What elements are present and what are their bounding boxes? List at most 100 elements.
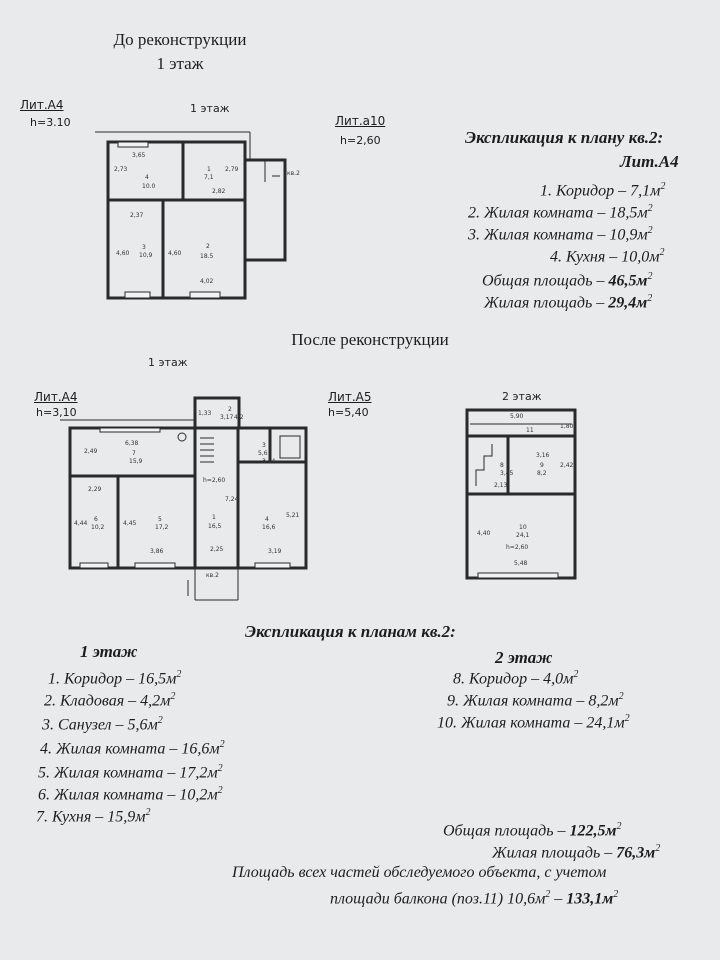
after-room2-side-dim: 1,33 — [198, 410, 212, 417]
before-room4-side-dim: 2,73 — [114, 166, 128, 173]
after-room4-area: 16,6 — [262, 524, 276, 531]
after-floor2-explication-title: 2 этаж — [495, 648, 553, 667]
before-explication-item-1: 1. Коридор – 7,1м2 — [540, 181, 666, 200]
after-lit-a4-label: Лит.А4 — [34, 390, 78, 404]
after-room1-side-dim: 7,24 — [225, 496, 239, 503]
before-room3-top-dim: 2,37 — [130, 212, 144, 219]
before-living-area: Жилая площадь – 29,4м2 — [484, 293, 653, 312]
after-room10-side-dim: 4,40 — [477, 530, 491, 537]
after-floor1-explication-title: 1 этаж — [80, 642, 138, 661]
after-floor1-item-3: 3. Санузел – 5,6м2 — [42, 715, 163, 734]
before-lit-a4-label: Лит.А4 — [20, 98, 64, 112]
before-explication-item-3: 3. Жилая комната – 10,9м2 — [468, 225, 653, 244]
before-room2-number: 2 — [206, 243, 210, 250]
after-room5-side-dim: 4,45 — [123, 520, 137, 527]
after-apartment-label: кв.2 — [206, 572, 219, 579]
after-room9-number: 9 — [540, 462, 544, 469]
after-floor1-item-6: 6. Жилая комната – 10,2м2 — [38, 785, 223, 804]
before-lit-a10-height: h=2,60 — [340, 134, 381, 147]
after-floor1-item-5: 5. Жилая комната – 17,2м2 — [38, 763, 223, 782]
after-total-area: Общая площадь – 122,5м2 — [443, 821, 622, 840]
before-total-area: Общая площадь – 46,5м2 — [482, 271, 653, 290]
after-room2-number: 2 — [228, 406, 232, 413]
before-room4-number: 4 — [145, 174, 149, 181]
after-room8-side-dim: 3,45 — [500, 470, 514, 477]
after-room3-number: 3 — [262, 442, 266, 449]
after-room7-area: 15,9 — [129, 458, 143, 465]
after-room6-top-dim: 2,29 — [88, 486, 102, 493]
after-room6-number: 6 — [94, 516, 98, 523]
before-apartment-label: кв.2 — [287, 170, 300, 177]
after-floor2-item-8: 8. Коридор – 4,0м2 — [453, 669, 579, 688]
after-explication-title: Экспликация к планам кв.2: — [245, 622, 456, 641]
after-room7-top-dim: 6,38 — [125, 440, 139, 447]
after-room2-top-dim: 3,17 — [220, 414, 234, 421]
before-heading: До реконструкции — [113, 30, 247, 49]
before-explication-subtitle: Лит.А4 — [620, 152, 679, 171]
before-room3-number: 3 — [142, 244, 146, 251]
before-room1-side-dim: 2,79 — [225, 166, 239, 173]
after-living-area: Жилая площадь – 76,3м2 — [492, 843, 661, 862]
after-all-parts-line-1: Площадь всех частей обследуемого объекта… — [232, 864, 607, 881]
before-room2-side-dim: 4,60 — [168, 250, 182, 257]
after-room5-bottom-dim: 3,86 — [150, 548, 164, 555]
after-floor2-plan-label: 2 этаж — [502, 390, 542, 403]
after-room7-number: 7 — [132, 450, 136, 457]
after-room1-bottom-dim: 2,25 — [210, 546, 224, 553]
after-room10-number: 10 — [519, 524, 527, 531]
before-lit-a4-height: h=3.10 — [30, 116, 71, 129]
after-floor1-item-1: 1. Коридор – 16,5м2 — [48, 669, 182, 688]
after-room1-area: 16,5 — [208, 523, 222, 530]
before-room2-area: 18.5 — [200, 253, 214, 260]
before-explication-item-4: 4. Кухня – 10,0м2 — [550, 247, 665, 266]
after-room3-area: 5,6 — [258, 450, 268, 457]
before-room3-side-dim: 4,60 — [116, 250, 130, 257]
after-lit-a5-height: h=5,40 — [328, 406, 369, 419]
after-room6-side-dim: 4,44 — [74, 520, 88, 527]
after-floor2-item-9: 9. Жилая комната – 8,2м2 — [447, 691, 624, 710]
after-room3-side-dim: 3,14 — [262, 458, 276, 465]
before-explication-item-2: 2. Жилая комната – 18,5м2 — [468, 203, 653, 222]
after-room10-area: 24,1 — [516, 532, 530, 539]
before-room1-number: 1 — [207, 166, 211, 173]
after-room10-bottom-dim: 5,48 — [514, 560, 528, 567]
after-floor1-item-2: 2. Кладовая – 4,2м2 — [44, 691, 176, 710]
before-floor-caption: 1 этаж — [156, 54, 204, 73]
before-room1-area: 7,1 — [204, 174, 214, 181]
after-room8-number: 8 — [500, 462, 504, 469]
after-f2-top-dim: 5,90 — [510, 413, 524, 420]
after-floor1-plan-label: 1 этаж — [148, 356, 188, 369]
before-explication-title: Экспликация к плану кв.2: — [465, 128, 664, 147]
after-balcony-number: 11 — [526, 427, 534, 434]
after-lit-a5-label: Лит.А5 — [328, 390, 372, 404]
after-room8-top-dim: 2,13 — [494, 482, 508, 489]
after-heading: После реконструкции — [291, 330, 449, 349]
after-room10-height: h=2,60 — [506, 544, 529, 551]
after-floor1-item-7: 7. Кухня – 15,9м2 — [36, 807, 151, 826]
after-room4-bottom-dim: 3,19 — [268, 548, 282, 555]
after-room6-area: 10,2 — [91, 524, 105, 531]
after-room1-number: 1 — [212, 514, 216, 521]
after-room9-area: 8,2 — [537, 470, 547, 477]
after-room7-side-dim: 2,49 — [84, 448, 98, 455]
before-plan-floor-label: 1 этаж — [190, 102, 230, 115]
after-room4-side-dim: 5,21 — [286, 512, 300, 519]
after-f2-side-dim: 1,80 — [560, 423, 574, 430]
after-room1-height: h=2,60 — [203, 477, 226, 484]
before-room4-top-dim: 3,65 — [132, 152, 146, 159]
after-floor1-item-4: 4. Жилая комната – 16,6м2 — [40, 739, 225, 758]
after-room2-area: 4,2 — [234, 414, 244, 421]
after-room9-top-dim: 3,16 — [536, 452, 550, 459]
after-room4-number: 4 — [265, 516, 269, 523]
after-floor2-item-10: 10. Жилая комната – 24,1м2 — [437, 713, 630, 732]
before-lit-a10-label: Лит.а10 — [335, 114, 386, 128]
before-room2-bottom-dim: 4,02 — [200, 278, 214, 285]
after-room9-side-dim: 2,42 — [560, 462, 574, 469]
before-room3-area: 10,9 — [139, 252, 153, 259]
before-room4-area: 10.0 — [142, 183, 156, 190]
after-room5-number: 5 — [158, 516, 162, 523]
after-all-parts-line-2: площади балкона (поз.11) 10,6м2 – 133,1м… — [330, 889, 619, 908]
after-room5-area: 17,2 — [155, 524, 169, 531]
before-room1-bottom-dim: 2,82 — [212, 188, 226, 195]
after-lit-a4-height: h=3,10 — [36, 406, 77, 419]
